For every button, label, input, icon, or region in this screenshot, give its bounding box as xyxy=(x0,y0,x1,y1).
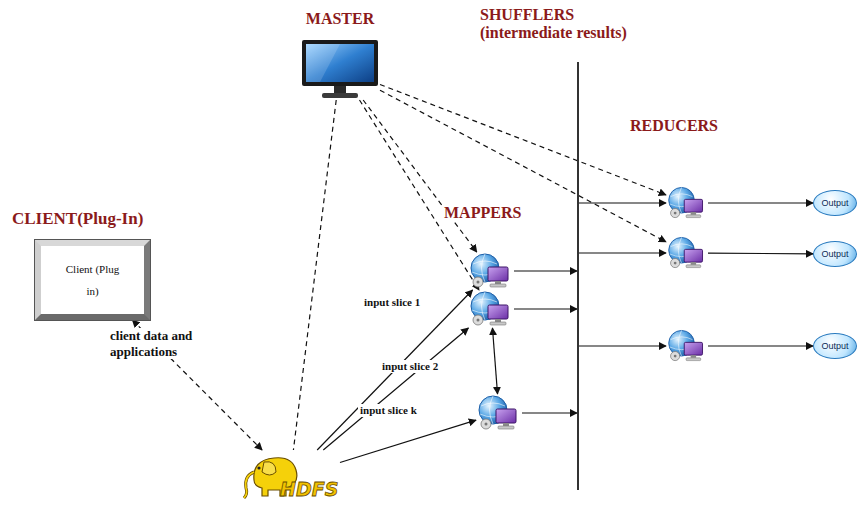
connector xyxy=(708,202,813,203)
shuffler-line xyxy=(577,62,579,490)
computer-node: MAPPERS xyxy=(468,252,514,290)
connector xyxy=(317,290,472,450)
connector xyxy=(579,252,666,253)
output-label: Output xyxy=(821,341,848,351)
group-heading: MAPPERS xyxy=(442,204,523,222)
connector xyxy=(323,328,468,450)
client-box: Client (Plug in) xyxy=(35,240,150,320)
computer-icon xyxy=(476,394,522,432)
output-label: Output xyxy=(821,249,848,259)
connector xyxy=(492,328,497,394)
output-node: Output xyxy=(813,241,857,267)
computer-icon xyxy=(666,185,708,221)
connector xyxy=(340,420,476,462)
connector xyxy=(579,202,666,203)
client-heading: CLIENT(Plug-In) xyxy=(10,210,145,229)
connector xyxy=(514,308,577,309)
computer-node xyxy=(666,328,708,364)
edge-label: client data and applications xyxy=(108,328,237,359)
connector xyxy=(514,270,577,271)
connector xyxy=(293,100,336,450)
connector xyxy=(380,84,666,194)
output-label: Output xyxy=(821,198,848,208)
monitor-frame xyxy=(300,38,380,100)
client-node: CLIENT(Plug-In) Client (Plug in) xyxy=(10,210,210,325)
computer-node xyxy=(666,235,708,271)
computer-node: REDUCERS xyxy=(666,185,708,221)
edge-label: input slice 2 xyxy=(380,360,440,373)
connector xyxy=(522,412,577,413)
client-label: Client (Plug in) xyxy=(65,258,121,302)
computer-icon xyxy=(468,290,514,328)
computer-icon xyxy=(666,235,708,271)
connector xyxy=(360,100,480,290)
hdfs-label: HDFS xyxy=(280,478,338,500)
hdfs-node: HDFS xyxy=(240,450,340,506)
edge-label: input slice 1 xyxy=(362,296,422,309)
computer-icon xyxy=(468,252,514,290)
monitor-icon xyxy=(300,38,380,100)
computer-node xyxy=(468,290,514,328)
output-node: Output xyxy=(813,190,857,216)
output-node: Output xyxy=(813,333,857,359)
shuffler-heading: SHUFFLERS (intermediate results) xyxy=(478,6,667,41)
connector xyxy=(579,345,666,346)
connector xyxy=(380,90,666,242)
shuffler-node: SHUFFLERS (intermediate results) xyxy=(572,62,584,490)
master-heading: MASTER xyxy=(304,10,376,28)
connector xyxy=(708,345,813,346)
computer-node xyxy=(476,394,522,432)
connector xyxy=(708,253,813,255)
master-node: MASTER xyxy=(290,8,390,102)
group-heading: REDUCERS xyxy=(628,117,720,135)
connector xyxy=(363,100,477,252)
edge-label: input slice k xyxy=(358,404,419,417)
computer-icon xyxy=(666,328,708,364)
